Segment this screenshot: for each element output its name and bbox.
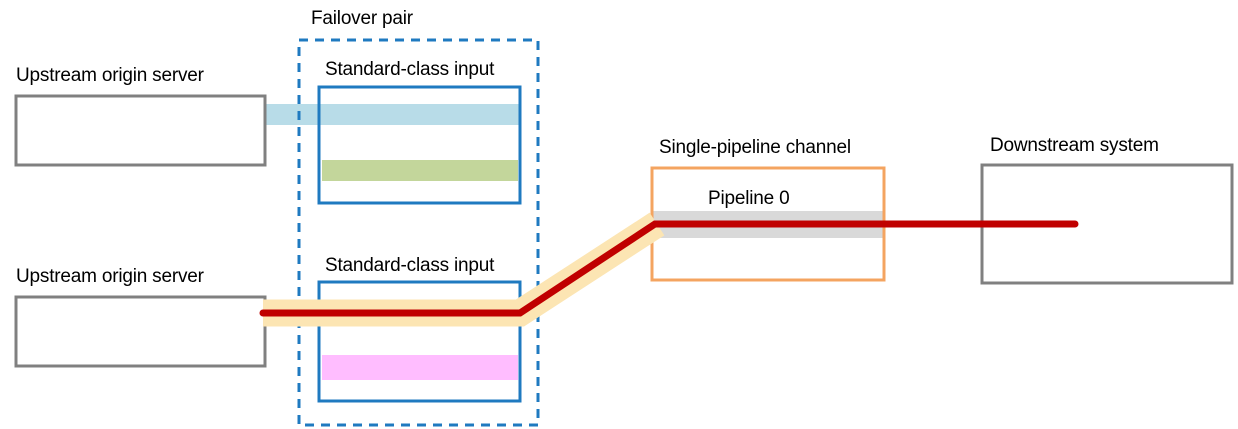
standard-class-input-bottom-label: Standard-class input bbox=[325, 255, 495, 276]
upstream-origin-server-top bbox=[14, 94, 267, 167]
single-pipeline-channel-label: Single-pipeline channel bbox=[659, 137, 851, 158]
standard-class-input-top-label: Standard-class input bbox=[325, 59, 495, 80]
active-data-path-line bbox=[259, 220, 1079, 317]
failover-pair-group bbox=[297, 38, 540, 427]
upstream-origin-server-bottom bbox=[14, 295, 267, 368]
standard-class-input-top bbox=[317, 85, 522, 205]
pipeline-0-label: Pipeline 0 bbox=[708, 188, 790, 209]
band-light-blue-queue bbox=[265, 104, 520, 125]
upstream-origin-server-bottom-label: Upstream origin server bbox=[16, 266, 204, 287]
downstream-system-label: Downstream system bbox=[990, 135, 1159, 156]
band-pink-queue bbox=[322, 355, 518, 380]
upstream-origin-server-top-label: Upstream origin server bbox=[16, 65, 204, 86]
standard-class-input-bottom bbox=[317, 280, 522, 403]
failover-pair-label: Failover pair bbox=[311, 8, 413, 29]
band-green-queue bbox=[322, 160, 518, 181]
